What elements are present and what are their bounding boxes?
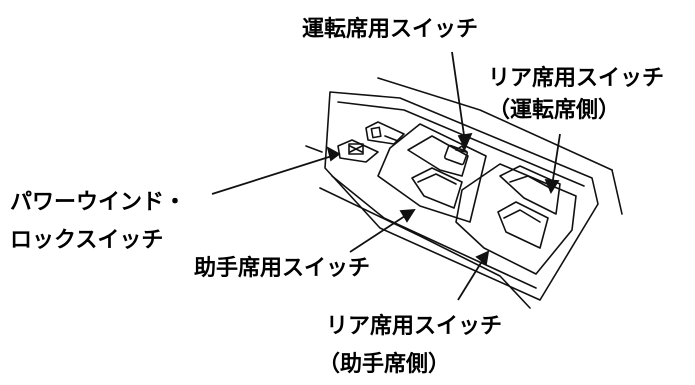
arrow-passenger-switch bbox=[349, 213, 409, 253]
arrow-power-window-lock bbox=[211, 155, 333, 195]
arrow-driver-switch bbox=[451, 51, 466, 143]
arrow-rear-driver-side bbox=[551, 133, 561, 187]
trim-line-lower bbox=[319, 187, 531, 309]
trim-line-upper bbox=[377, 77, 613, 171]
trim-line-left bbox=[305, 145, 323, 153]
label-passenger-switch: 助手席用スイッチ bbox=[194, 256, 371, 281]
label-rear-driver-side-line2: （運転席側） bbox=[488, 98, 621, 123]
label-power-window-lock-line2: ロックスイッチ bbox=[10, 228, 164, 253]
label-rear-passenger-side-line2: （助手席側） bbox=[318, 352, 451, 377]
lock-button-bottom bbox=[337, 139, 379, 163]
trim-line-right bbox=[611, 169, 623, 215]
arrow-rear-passenger-side bbox=[457, 257, 485, 301]
label-power-window-lock-line1: パワーウインド・ bbox=[10, 190, 187, 215]
label-rear-passenger-side-line1: リア席用スイッチ bbox=[326, 314, 503, 339]
panel-inner-edge bbox=[337, 101, 585, 187]
driver-switch-module bbox=[377, 123, 487, 223]
rear-switch-module bbox=[455, 163, 577, 275]
lock-button-top bbox=[365, 121, 405, 145]
label-rear-driver-side-line1: リア席用スイッチ bbox=[488, 66, 665, 91]
label-driver-switch: 運転席用スイッチ bbox=[302, 17, 479, 42]
